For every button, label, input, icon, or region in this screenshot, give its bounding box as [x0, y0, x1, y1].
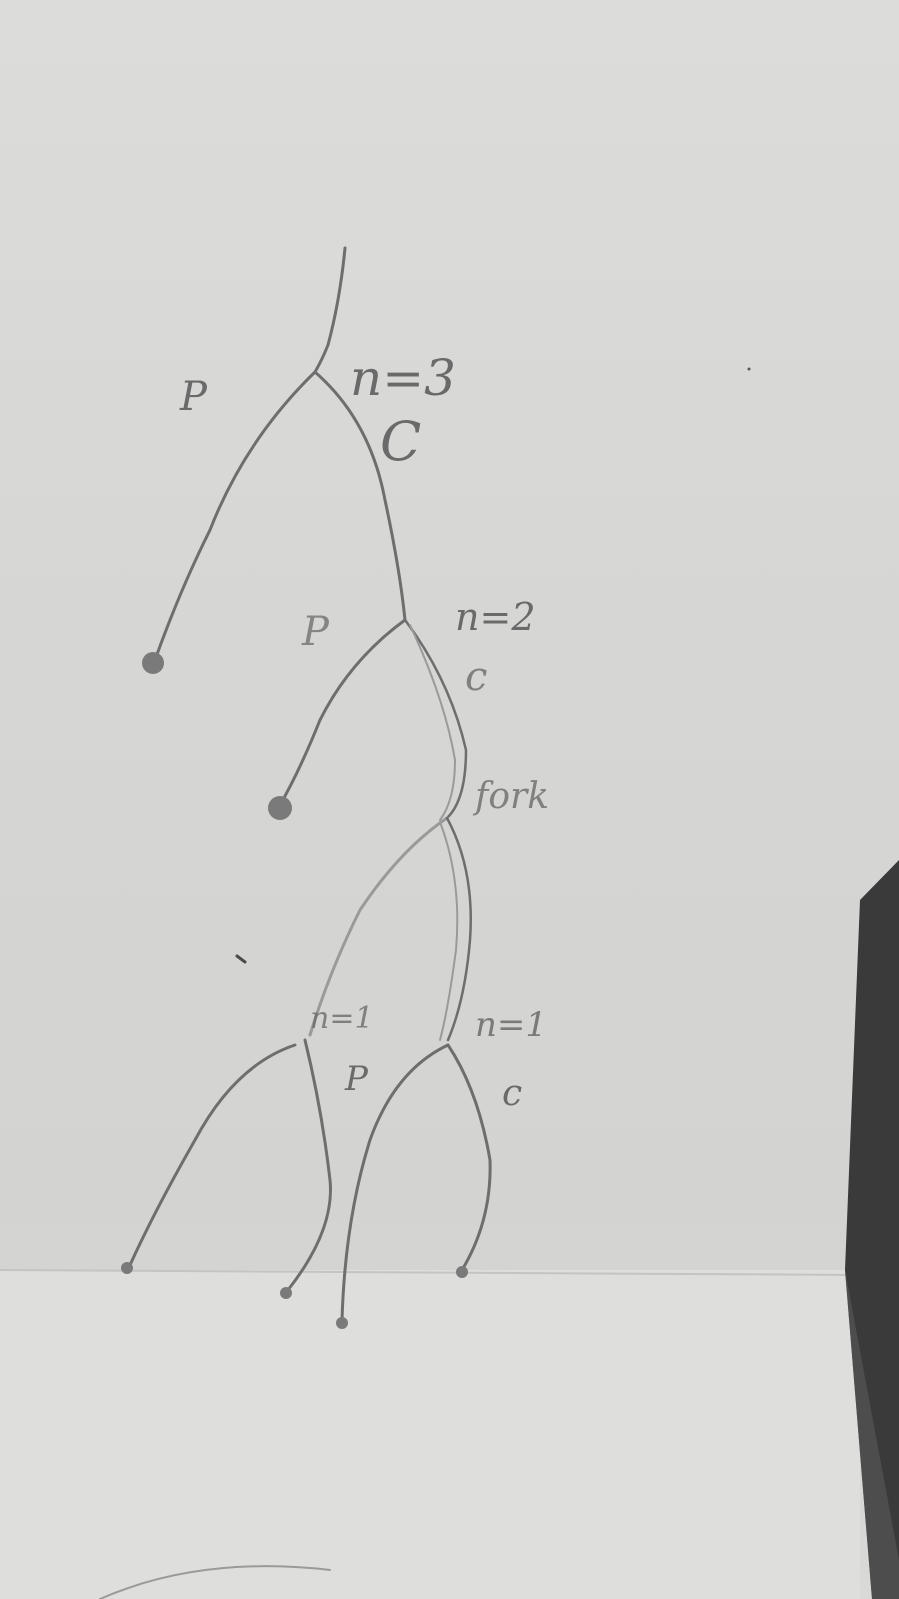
leaf-node [142, 652, 164, 674]
level1-right-n-label: n=1 [475, 1005, 547, 1045]
level2-n-label: n=2 [455, 595, 536, 639]
leaf-node [456, 1266, 468, 1278]
edge-fork-to-level1-left [308, 816, 449, 1037]
leaf-node [121, 1262, 133, 1274]
level1-right-left-edge-label: P [344, 1059, 369, 1099]
edge-root-to-level2-c [313, 370, 407, 622]
edge-level2-to-fork-c-overdraw [409, 624, 456, 821]
edge-root-to-leaf-p [153, 370, 317, 662]
edge-level1-left-to-leaf-b [286, 1038, 332, 1292]
edge-fork-to-level1-right-overdraw [439, 821, 459, 1041]
edge-level1-right-to-leaf-c [446, 1043, 492, 1272]
stray-mark [747, 367, 751, 371]
root-n-label: n=3 [350, 349, 456, 407]
edge-level2-to-fork-c [403, 618, 468, 820]
root-stem [313, 246, 347, 374]
level1-right-right-edge-label: c [502, 1073, 522, 1114]
level2-right-edge-label: c [465, 654, 487, 700]
level1-left-n-label: n=1 [310, 1001, 374, 1036]
fork-label: fork [472, 776, 549, 817]
root-left-edge-label: P [179, 374, 208, 420]
paper-right-shadow [845, 1270, 899, 1599]
bottom-arc-mark [99, 1565, 331, 1599]
edge-level2-to-leaf-p [278, 618, 407, 807]
paper-lower-sheet [0, 1270, 860, 1599]
paper-fold-line [0, 1269, 861, 1276]
root-right-edge-label: C [380, 410, 421, 473]
leaf-node [280, 1287, 292, 1299]
stray-mark [235, 954, 247, 964]
edge-level1-left-to-leaf-a [128, 1043, 297, 1267]
edge-level1-right-to-leaf-p [340, 1043, 450, 1322]
leaf-node [336, 1317, 348, 1329]
edge-fork-to-level1-right [445, 816, 472, 1042]
level2-left-edge-label: P [301, 609, 330, 655]
leaf-node [268, 796, 292, 820]
